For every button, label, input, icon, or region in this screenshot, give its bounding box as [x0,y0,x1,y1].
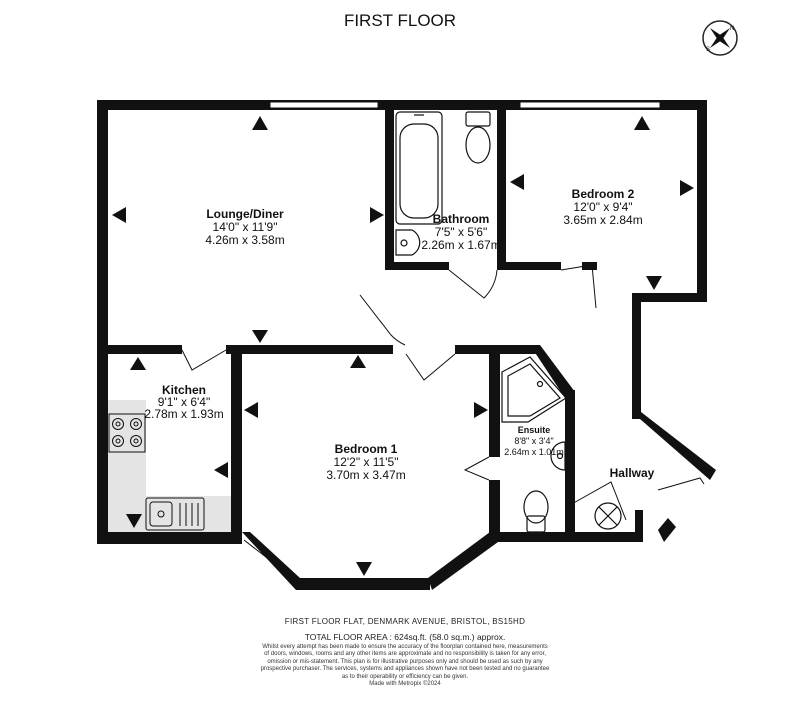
ensuite-metric: 2.64m x 1.01m [504,447,564,457]
kitchen-imperial: 9'1" x 6'4" [158,395,210,409]
bedroom2-metric: 3.65m x 2.84m [563,213,642,227]
walls [97,100,716,590]
bedroom2-name: Bedroom 2 [572,187,635,201]
room-bathroom-label: Bathroom 7'5" x 5'6" 2.26m x 1.67m [421,212,500,252]
bedroom1-name: Bedroom 1 [335,442,398,456]
compass-north: N [730,26,734,32]
ensuite-toilet-icon [523,490,549,533]
bath-icon [395,111,443,225]
room-kitchen-label: Kitchen 9'1" x 6'4" 2.78m x 1.93m [144,383,223,421]
kitchen-name: Kitchen [162,383,206,397]
measure-arrows [112,116,694,576]
compass-south: S [706,47,710,53]
disclaimer-line: prospective purchaser. The services, sys… [260,666,550,673]
bedroom1-metric: 3.70m x 3.47m [326,468,405,482]
kitchen-worktop-area [108,400,146,532]
room-hallway-label: Hallway [610,466,655,480]
floor-title: FIRST FLOOR [344,11,456,30]
bedroom1-imperial: 12'2" x 11'5" [334,455,399,469]
room-bedroom2-label: Bedroom 2 12'0" x 9'4" 3.65m x 2.84m [563,187,642,227]
disclaimer-line: as to their operability or efficiency ca… [341,673,469,680]
disclaimer-line: omission or mis-statement. This plan is … [267,658,543,665]
sink-icon [145,497,205,531]
hallway-name: Hallway [610,466,655,480]
disclaimer: Whilst every attempt has been made to en… [255,644,555,688]
bathroom-basin-icon [395,229,421,256]
shower-icon [501,356,567,423]
windows [243,101,661,583]
ensuite-basin-icon [550,441,566,471]
lounge-name: Lounge/Diner [206,207,284,221]
toilet-icon [465,111,491,164]
hob-icon [108,413,146,453]
room-lounge-label: Lounge/Diner 14'0" x 11'9" 4.26m x 3.58m [205,207,284,247]
door-swings [181,264,705,521]
boiler-icon [594,502,622,530]
room-ensuite-label: Ensuite 8'8" x 3'4" 2.64m x 1.01m [504,425,564,457]
compass-icon: N S [702,20,738,56]
bathroom-metric: 2.26m x 1.67m [421,238,500,252]
disclaimer-line: of doors, windows, rooms and any other i… [264,651,546,658]
bedroom2-imperial: 12'0" x 9'4" [573,200,632,214]
disclaimer-line: Whilst every attempt has been made to en… [262,644,548,650]
lounge-metric: 4.26m x 3.58m [205,233,284,247]
lounge-imperial: 14'0" x 11'9" [213,220,278,234]
kitchen-counter-area [146,496,232,532]
room-bedroom1-label: Bedroom 1 12'2" x 11'5" 3.70m x 3.47m [326,442,405,482]
ensuite-imperial: 8'8" x 3'4" [514,436,553,446]
kitchen-metric: 2.78m x 1.93m [144,407,223,421]
credit: Made with Metropix ©2024 [369,681,441,688]
property-address: FIRST FLOOR FLAT, DENMARK AVENUE, BRISTO… [284,617,526,626]
ensuite-name: Ensuite [518,425,551,435]
bathroom-name: Bathroom [433,212,490,226]
bathroom-imperial: 7'5" x 5'6" [435,225,487,239]
total-floor-area: TOTAL FLOOR AREA : 624sq.ft. (58.0 sq.m.… [304,632,506,642]
